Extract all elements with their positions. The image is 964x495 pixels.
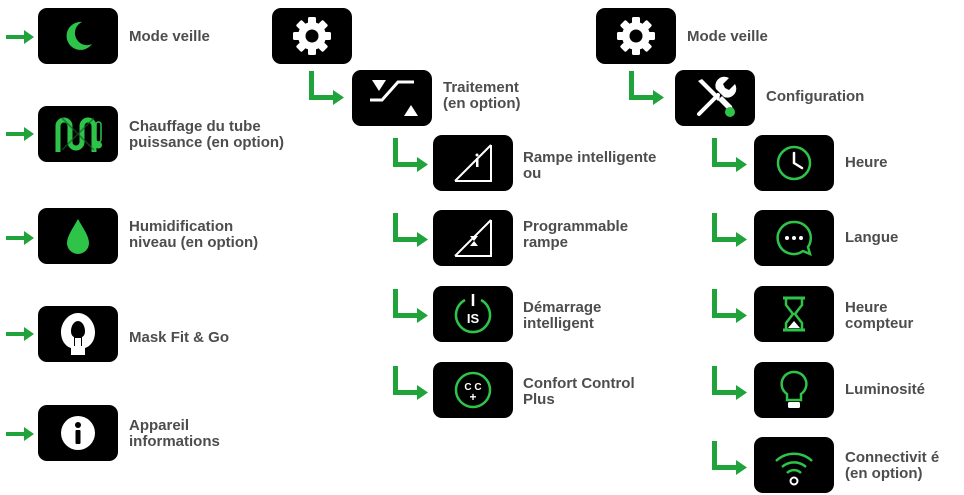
time-button[interactable] [754, 135, 834, 191]
configuration-button[interactable] [675, 70, 755, 126]
mask-fit-button[interactable] [38, 306, 118, 362]
comfort-control-button[interactable]: C C + [433, 362, 513, 418]
elbow-arrow-icon [629, 71, 664, 105]
info-icon [58, 413, 98, 453]
elbow-arrow-icon [393, 138, 428, 172]
connectivity-label: Connectivit é (en option) [845, 449, 940, 482]
therapy-label: Traitement (en option) [443, 79, 521, 112]
comfort-control-label: Confort Control Plus [523, 375, 635, 408]
sleep-mode-button[interactable] [38, 8, 118, 64]
speech-bubble-icon [774, 218, 814, 258]
therapy-button[interactable] [352, 70, 432, 126]
elbow-arrow-icon [712, 441, 747, 475]
svg-text:C C: C C [464, 382, 481, 393]
tools-icon [692, 75, 738, 121]
elbow-arrow-icon [712, 366, 747, 400]
svg-text:+: + [469, 390, 476, 404]
right-arrow-icon [6, 231, 34, 245]
elbow-arrow-icon [712, 213, 747, 247]
svg-text:IS: IS [467, 311, 480, 326]
therapy-icon [366, 76, 418, 120]
light-bulb-icon [776, 369, 812, 411]
programmable-ramp-label: Programmable rampe [523, 218, 629, 251]
heated-tube-icon [52, 112, 104, 156]
programmable-ramp-icon [451, 216, 495, 260]
hourglass-icon [776, 294, 812, 334]
clock-icon [774, 143, 814, 183]
right-arrow-icon [6, 327, 34, 341]
elbow-arrow-icon [393, 213, 428, 247]
hour-counter-button[interactable] [754, 286, 834, 342]
humidification-label: Humidification niveau (en option) [129, 218, 259, 251]
mask-fit-label: Mask Fit & Go [129, 329, 230, 346]
right-arrow-icon [6, 30, 34, 44]
smart-start-label: Démarrage intelligent [523, 299, 602, 332]
right-arrow-icon [6, 127, 34, 141]
elbow-arrow-icon [712, 289, 747, 323]
smart-ramp-label: Rampe intelligente ou [523, 149, 657, 182]
configuration-label: Configuration [766, 88, 865, 105]
device-info-label: Appareil informations [129, 417, 220, 450]
smart-ramp-button[interactable] [433, 135, 513, 191]
brightness-button[interactable] [754, 362, 834, 418]
mask-icon [56, 311, 100, 357]
water-drop-icon [63, 216, 93, 256]
elbow-arrow-icon [712, 138, 747, 172]
brightness-label: Luminosité [845, 381, 926, 398]
gear-icon [615, 15, 657, 57]
smart-start-icon: IS [451, 292, 495, 336]
settings-gear-button[interactable] [272, 8, 352, 64]
heated-tube-button[interactable] [38, 106, 118, 162]
right-arrow-icon [6, 427, 34, 441]
settings-gear-button[interactable] [596, 8, 676, 64]
hour-counter-label: Heure compteur [845, 299, 914, 332]
settings-root-label: Mode veille [687, 28, 768, 45]
humidification-button[interactable] [38, 208, 118, 264]
programmable-ramp-button[interactable] [433, 210, 513, 266]
smart-ramp-icon [451, 141, 495, 185]
heated-tube-label: Chauffage du tube puissance (en option) [129, 118, 285, 151]
elbow-arrow-icon [309, 71, 344, 105]
gear-icon [291, 15, 333, 57]
time-label: Heure [845, 154, 888, 171]
comfort-control-icon: C C + [451, 368, 495, 412]
moon-icon [58, 16, 98, 56]
connectivity-button[interactable] [754, 437, 834, 493]
device-info-button[interactable] [38, 405, 118, 461]
language-label: Langue [845, 229, 899, 246]
language-button[interactable] [754, 210, 834, 266]
elbow-arrow-icon [393, 289, 428, 323]
wifi-icon [772, 443, 816, 487]
smart-start-button[interactable]: IS [433, 286, 513, 342]
sleep-mode-label: Mode veille [129, 28, 210, 45]
elbow-arrow-icon [393, 366, 428, 400]
